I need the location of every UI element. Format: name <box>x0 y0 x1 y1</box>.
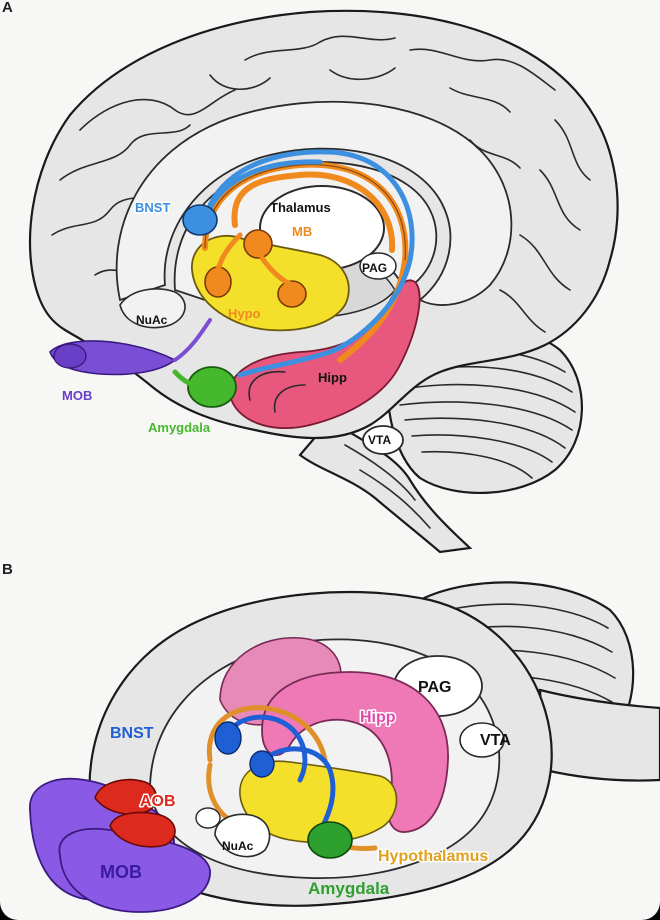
hippocampus-shape-b <box>261 671 449 833</box>
stria-terminalis-b <box>225 714 336 831</box>
hypothalamus-shape-b <box>239 760 398 844</box>
mb-lobe-2 <box>277 280 307 308</box>
panel-a: A <box>2 0 619 554</box>
pag-shape <box>359 252 397 280</box>
label-amygdala-b: Amygdala <box>308 879 390 898</box>
nuac-shape <box>119 288 186 329</box>
nuac-shape-b <box>214 813 271 858</box>
label-bnst: BNST <box>135 200 170 215</box>
vta-shape <box>362 425 404 455</box>
bnst-shape-b <box>214 721 242 755</box>
cingulate-gyrus <box>115 100 513 306</box>
label-nuac-b: NuAc <box>222 839 254 853</box>
label-nuac: NuAc <box>136 313 168 327</box>
aob-shape-b <box>94 778 158 816</box>
amygdala-shape-b <box>307 821 353 859</box>
label-amygdala: Amygdala <box>148 420 211 435</box>
label-vta: VTA <box>368 433 391 447</box>
label-hypothalamus-b: Hypothalamus <box>378 848 488 865</box>
label-mob: MOB <box>62 388 92 403</box>
stria-terminalis <box>202 149 415 378</box>
label-bnst-b: BNST <box>110 725 154 742</box>
label-pag: PAG <box>362 261 387 275</box>
panel-b-letter: B <box>2 561 13 578</box>
amygdala-shape <box>187 366 237 408</box>
panel-a-letter: A <box>2 0 13 16</box>
label-hipp: Hipp <box>318 370 347 385</box>
label-vta-b: VTA <box>480 732 511 749</box>
bnst-shape <box>182 204 218 236</box>
label-aob-b: AOB <box>140 793 176 810</box>
bnst-node-b <box>249 750 275 778</box>
label-mob-b: MOB <box>100 862 142 882</box>
label-mb: MB <box>292 224 312 239</box>
label-pag-b: PAG <box>418 679 451 696</box>
label-thalamus: Thalamus <box>270 200 331 215</box>
mb-shape <box>243 229 273 259</box>
panel-b: B <box>2 561 660 913</box>
mob-lobe-b <box>58 827 211 913</box>
aob-lobe-b <box>109 811 176 848</box>
fornix-outline <box>204 164 406 261</box>
vta-shape-b <box>459 722 505 758</box>
brainstem-b <box>538 688 660 782</box>
gyri <box>51 35 591 333</box>
label-hipp-b: Hipp <box>360 709 396 726</box>
label-hypo: Hypo <box>228 306 261 321</box>
